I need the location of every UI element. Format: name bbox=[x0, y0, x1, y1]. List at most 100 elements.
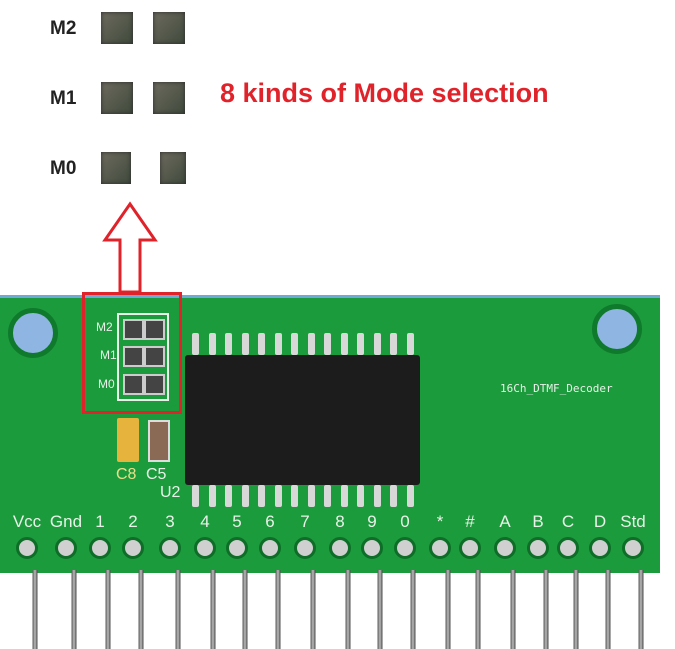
chip-u2 bbox=[185, 355, 420, 485]
header-pin bbox=[32, 570, 38, 649]
solder-pad bbox=[101, 82, 133, 114]
chip-leg bbox=[340, 485, 348, 507]
capacitor-c8 bbox=[117, 418, 139, 462]
pin-pad bbox=[55, 537, 77, 559]
label-c8: C8 bbox=[116, 466, 137, 483]
chip-leg bbox=[406, 485, 414, 507]
pin-label: Std bbox=[620, 512, 646, 531]
solder-pad bbox=[153, 12, 185, 44]
jumper-label-m0: M0 bbox=[98, 377, 115, 391]
pin-label: 0 bbox=[400, 512, 410, 531]
pin-pad bbox=[226, 537, 248, 559]
header-pin bbox=[310, 570, 316, 649]
chip-leg bbox=[324, 333, 331, 355]
pin-pad bbox=[394, 537, 416, 559]
board-title: 16Ch_DTMF_Decoder bbox=[500, 382, 613, 395]
header-pin bbox=[475, 570, 481, 649]
chip-leg bbox=[241, 333, 249, 355]
capacitor-c5 bbox=[148, 420, 170, 462]
pin-pad bbox=[361, 537, 383, 559]
pin-label: 1 bbox=[95, 512, 105, 531]
mode-label-m0: M0 bbox=[50, 158, 77, 179]
jumper-label-m1: M1 bbox=[100, 348, 117, 362]
pin-pad bbox=[122, 537, 144, 559]
label-u2: U2 bbox=[160, 484, 181, 501]
pin-pad bbox=[89, 537, 111, 559]
header-pin bbox=[377, 570, 383, 649]
chip-leg bbox=[192, 485, 199, 507]
pin-label: 7 bbox=[300, 512, 310, 531]
pin-label: # bbox=[465, 512, 475, 531]
up-arrow-icon bbox=[102, 201, 158, 294]
chip-leg bbox=[274, 333, 282, 355]
pin-pad bbox=[329, 537, 351, 559]
chip-leg bbox=[258, 333, 265, 355]
chip-leg bbox=[225, 485, 232, 507]
pin-pad bbox=[622, 537, 644, 559]
pin-label: 9 bbox=[367, 512, 377, 531]
chip-leg bbox=[340, 333, 348, 355]
header-pin bbox=[543, 570, 549, 649]
pin-label: 5 bbox=[232, 512, 242, 531]
chip-leg bbox=[208, 485, 216, 507]
pin-label: 3 bbox=[165, 512, 175, 531]
pin-pad bbox=[494, 537, 516, 559]
solder-pad bbox=[101, 12, 133, 44]
header-pin bbox=[510, 570, 516, 649]
pin-pad bbox=[459, 537, 481, 559]
chip-leg bbox=[225, 333, 232, 355]
chip-leg bbox=[390, 333, 397, 355]
header-pin bbox=[242, 570, 248, 649]
pin-label: B bbox=[532, 512, 544, 531]
chip-leg bbox=[390, 485, 397, 507]
chip-leg bbox=[324, 485, 331, 507]
chip-leg bbox=[373, 333, 381, 355]
chip-leg bbox=[241, 485, 249, 507]
mount-hole bbox=[592, 304, 642, 354]
chip-leg bbox=[258, 485, 265, 507]
pin-label: D bbox=[593, 512, 607, 531]
pin-label: A bbox=[499, 512, 511, 531]
chip-leg bbox=[291, 485, 298, 507]
pin-pad bbox=[527, 537, 549, 559]
header-pin bbox=[573, 570, 579, 649]
pin-pad bbox=[589, 537, 611, 559]
mode-jumper bbox=[117, 313, 169, 401]
highlight-box bbox=[82, 292, 182, 414]
chip-leg bbox=[307, 485, 315, 507]
header-pin bbox=[175, 570, 181, 649]
chip-leg bbox=[274, 485, 282, 507]
header-pin bbox=[605, 570, 611, 649]
mount-hole bbox=[8, 308, 58, 358]
pin-label: 4 bbox=[200, 512, 210, 531]
pin-label: Vcc bbox=[12, 512, 42, 531]
chip-leg bbox=[357, 485, 364, 507]
headline: 8 kinds of Mode selection bbox=[220, 78, 549, 108]
chip-leg bbox=[406, 333, 414, 355]
pin-pad bbox=[16, 537, 38, 559]
header-pin bbox=[275, 570, 281, 649]
solder-pad bbox=[101, 152, 131, 184]
header-pin bbox=[210, 570, 216, 649]
header-pin bbox=[138, 570, 144, 649]
header-pin bbox=[445, 570, 451, 649]
chip-leg bbox=[307, 333, 315, 355]
chip-leg bbox=[357, 333, 364, 355]
chip-leg bbox=[192, 333, 199, 355]
pin-label: 2 bbox=[128, 512, 138, 531]
pin-label: 6 bbox=[265, 512, 275, 531]
chip-leg bbox=[373, 485, 381, 507]
pin-pad bbox=[429, 537, 451, 559]
chip-leg bbox=[291, 333, 298, 355]
jumper-label-m2: M2 bbox=[96, 320, 113, 334]
pin-label: Gnd bbox=[49, 512, 83, 531]
header-pin bbox=[105, 570, 111, 649]
mode-label-m1: M1 bbox=[50, 88, 77, 109]
header-pin bbox=[410, 570, 416, 649]
solder-pad bbox=[160, 152, 186, 184]
pin-pad bbox=[557, 537, 579, 559]
header-pin bbox=[345, 570, 351, 649]
pin-pad bbox=[159, 537, 181, 559]
pin-pad bbox=[259, 537, 281, 559]
